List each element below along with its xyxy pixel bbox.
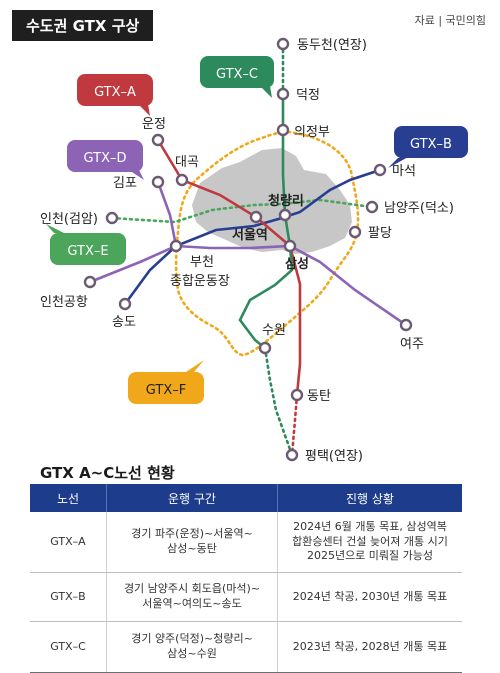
- label-incheon-airport: 인천공항: [40, 295, 88, 310]
- station-gimpo: [151, 175, 165, 189]
- gtx-a-extension: [290, 393, 299, 457]
- source-credit: 자료 | 국민의힘: [414, 14, 486, 27]
- table-header-row: 노선 운행 구간 진행 상황: [30, 484, 462, 512]
- callout-gtx-a-label: GTX–A: [94, 85, 136, 100]
- status-text: 2025년으로 미뤄질 가능성: [306, 549, 434, 563]
- callout-gtx-a: GTX–A: [77, 74, 153, 116]
- gtx-status-table: 노선 운행 구간 진행 상황 GTX–A 경기 파주(운정)~서울역~ 삼성~동…: [30, 484, 462, 673]
- gtx-c-extension-south: [263, 346, 294, 457]
- station-incheon-airport: [83, 275, 97, 289]
- callout-gtx-d-label: GTX–D: [84, 151, 127, 166]
- label-unjeong: 운정: [142, 117, 166, 132]
- station-maseok: [373, 163, 387, 177]
- gtx-c-route: [238, 94, 294, 350]
- label-dongducheon: 동두천(연장): [297, 38, 367, 53]
- label-bucheon-line2: 종합운동장: [170, 274, 230, 289]
- section-text: 서울역~여의도~송도: [142, 597, 242, 610]
- table-title: GTX A~C노선 현황: [40, 464, 175, 482]
- status-text: 2024년 6월 개통 목표, 삼성역복: [293, 519, 447, 533]
- cell-status: 2024년 착공, 2030년 개통 목표: [277, 572, 462, 622]
- section-text: 경기 양주(덕정)~청량리~: [131, 632, 253, 646]
- label-uijeongbu: 의정부: [294, 125, 330, 140]
- table-row: GTX–B 경기 남양주시 회도읍(마석)~ 서울역~여의도~송도 2024년 …: [30, 572, 462, 622]
- cell-status: 2024년 6월 개통 목표, 삼성역복 합환승센터 건설 늦어져 개통 시기 …: [277, 512, 462, 573]
- label-suwon: 수원: [262, 323, 286, 338]
- station-markers: [83, 37, 413, 462]
- station-dongtan: [290, 388, 304, 402]
- header-section: 운행 구간: [106, 484, 278, 512]
- section-text: 경기 파주(운정)~서울역~: [131, 527, 253, 541]
- station-unjeong: [151, 133, 165, 147]
- label-songdo: 송도: [112, 315, 136, 330]
- station-deokjeong: [276, 87, 290, 101]
- gtx-route-map: 동두천(연장) 덕정 의정부 운정 대곡 김포 마석 남양주(덕소) 인천(검암…: [40, 37, 468, 464]
- callout-gtx-f: GTX–F: [128, 360, 204, 404]
- cell-section: 경기 파주(운정)~서울역~ 삼성~동탄: [106, 512, 278, 573]
- callout-gtx-b: GTX–B: [388, 126, 468, 168]
- table-row: GTX–A 경기 파주(운정)~서울역~ 삼성~동탄 2024년 6월 개통 목…: [30, 512, 462, 573]
- gtx-f-route: [174, 130, 360, 357]
- section-text: 경기 남양주시 회도읍(마석)~: [123, 582, 261, 596]
- table-row: GTX–C 경기 양주(덕정)~청량리~ 삼성~수원 2023년 착공, 202…: [30, 621, 462, 673]
- label-paldang: 팔당: [368, 226, 392, 241]
- cell-line: GTX–C: [30, 621, 107, 673]
- label-cheongnyangni: 청량리: [268, 193, 304, 209]
- gtx-e-route: [110, 198, 374, 224]
- header-line: 노선: [30, 484, 107, 512]
- section-text: 삼성~동탄: [167, 542, 217, 555]
- callout-gtx-f-label: GTX–F: [146, 383, 186, 398]
- callout-gtx-e: GTX–E: [46, 224, 126, 265]
- label-seoul-station: 서울역: [232, 227, 268, 243]
- callout-gtx-d: GTX–D: [67, 140, 144, 180]
- label-dongtan: 동탄: [307, 389, 331, 404]
- station-suwon: [258, 341, 272, 355]
- callout-gtx-b-label: GTX–B: [410, 137, 452, 152]
- gtx-b-route: [123, 168, 381, 305]
- station-samseong: [283, 239, 297, 253]
- label-namyangju: 남양주(덕소): [384, 201, 454, 216]
- cell-status: 2023년 착공, 2028년 개통 목표: [277, 621, 462, 673]
- station-daegok: [175, 173, 189, 187]
- station-songdo: [118, 297, 132, 311]
- label-incheon-geomam: 인천(검암): [40, 212, 98, 227]
- label-deokjeong: 덕정: [296, 88, 320, 103]
- station-cheongnyangni: [278, 208, 292, 222]
- callout-gtx-c-label: GTX–C: [216, 67, 258, 82]
- station-uijeongbu: [276, 123, 290, 137]
- station-dongducheon: [276, 37, 290, 51]
- header-status: 진행 상황: [277, 484, 462, 512]
- label-daegok: 대곡: [175, 155, 199, 170]
- station-incheon-geomam: [105, 211, 119, 225]
- station-namyangju: [365, 200, 379, 214]
- label-pyeongtaek: 평택(연장): [305, 449, 363, 464]
- callout-gtx-e-label: GTX–E: [67, 244, 108, 259]
- station-labels: 동두천(연장) 덕정 의정부 운정 대곡 김포 마석 남양주(덕소) 인천(검암…: [40, 38, 454, 464]
- label-bucheon-line1: 부천: [190, 255, 214, 270]
- callout-gtx-c: GTX–C: [200, 56, 274, 98]
- section-text: 삼성~수원: [167, 647, 217, 660]
- cell-line: GTX–B: [30, 572, 107, 622]
- label-gimpo: 김포: [113, 176, 137, 191]
- cell-section: 경기 양주(덕정)~청량리~ 삼성~수원: [106, 621, 278, 673]
- status-text: 합환승센터 건설 늦어져 개통 시기: [292, 534, 448, 548]
- station-paldang: [348, 225, 362, 239]
- label-samseong: 삼성: [285, 256, 309, 272]
- label-maseok: 마석: [392, 164, 416, 179]
- status-text: 2024년 착공, 2030년 개통 목표: [292, 589, 448, 603]
- cell-section: 경기 남양주시 회도읍(마석)~ 서울역~여의도~송도: [106, 572, 278, 622]
- station-bucheon: [169, 239, 183, 253]
- cell-line: GTX–A: [30, 512, 107, 573]
- station-seoul: [249, 210, 263, 224]
- station-yeoju: [399, 318, 413, 332]
- station-pyeongtaek: [285, 448, 299, 462]
- status-text: 2023년 착공, 2028년 개통 목표: [292, 639, 448, 653]
- page-title: 수도권 GTX 구상: [12, 10, 154, 41]
- label-yeoju: 여주: [400, 337, 424, 352]
